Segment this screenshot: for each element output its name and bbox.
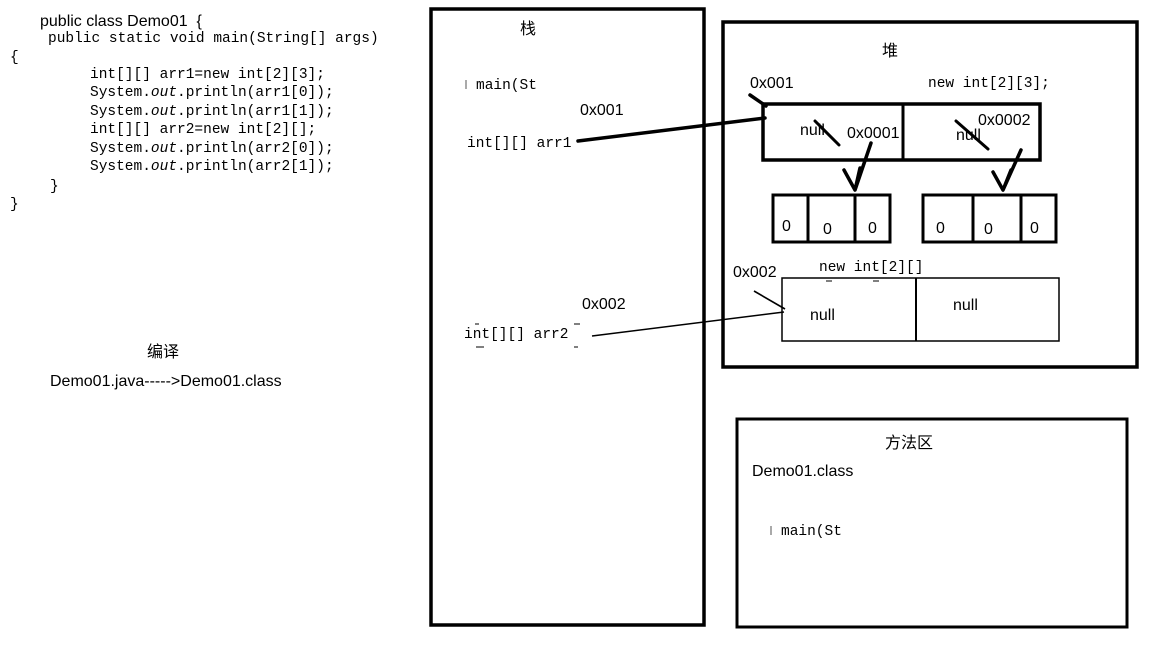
compile-title: 编译 — [147, 342, 180, 361]
code-line-arr2-decl: int[][] arr2=new int[2][]; — [90, 122, 317, 138]
stack-arr1-variable: int[][] arr1 — [467, 136, 572, 152]
heap-outer1-cell1-address: 0x0002 — [978, 112, 1031, 129]
method-area-box — [735, 417, 1129, 629]
heap-inner2-value-2: 0 — [1030, 220, 1039, 237]
heap-inner2-value-1: 0 — [984, 221, 993, 238]
stack-frame-main: main(St — [476, 78, 537, 94]
method-area-class: Demo01.class — [752, 463, 854, 480]
arr1-reference-line — [576, 116, 767, 143]
heap-outer2-address: 0x002 — [733, 264, 777, 281]
heap-outer1-cell0-null: null — [800, 122, 825, 139]
code-line-print-arr2-0: System.out.println(arr2[0]); — [90, 141, 334, 157]
method-area-main: main(St — [781, 524, 842, 540]
outer-array2-address-tick — [753, 290, 786, 310]
strike-null-cell1 — [954, 119, 990, 151]
strike-null-cell0 — [813, 119, 841, 147]
code-line-open-brace: { — [10, 50, 19, 66]
heap-box — [721, 20, 1139, 369]
compile-flow: Demo01.java----->Demo01.class — [50, 373, 282, 390]
stack-title: 栈 — [520, 19, 537, 38]
heap-outer1-cell0-address: 0x0001 — [847, 125, 900, 142]
code-line-print-arr2-1: System.out.println(arr2[1]); — [90, 159, 334, 175]
heap-outer2-expression: new int[2][] — [819, 260, 924, 276]
outer-array2-box — [781, 277, 1060, 342]
heap-outer1-cell1-null: null — [956, 127, 981, 144]
code-line-close-class: } — [10, 197, 19, 213]
heap-inner2-value-0: 0 — [936, 220, 945, 237]
code-line-class: public class Demo01 { — [40, 13, 202, 30]
code-line-print-arr1-1: System.out.println(arr1[1]); — [90, 104, 334, 120]
stack-arr2-address: 0x002 — [582, 296, 626, 313]
stack-box — [429, 7, 706, 627]
heap-inner1-value-1: 0 — [823, 221, 832, 238]
inner-array2-box — [921, 193, 1058, 244]
code-line-main: public static void main(String[] args) — [48, 31, 379, 47]
pointer-arrow-0x0002 — [991, 148, 1023, 192]
stack-arr1-address: 0x001 — [580, 102, 624, 119]
heap-outer2-cell0: null — [810, 307, 835, 324]
code-line-arr1-decl: int[][] arr1=new int[2][3]; — [90, 67, 325, 83]
outer-array1-address-tick — [748, 93, 768, 108]
heap-inner1-value-0: 0 — [782, 218, 791, 235]
pointer-arrow-0x0001 — [842, 141, 873, 192]
arr2-reference-line — [591, 311, 785, 337]
method-area-title: 方法区 — [885, 433, 934, 452]
heap-outer1-expression: new int[2][3]; — [928, 76, 1050, 92]
code-line-print-arr1-0: System.out.println(arr1[0]); — [90, 85, 334, 101]
code-line-close-method: } — [50, 179, 59, 195]
heap-outer2-cell1: null — [953, 297, 978, 314]
stack-arr2-variable: int[][] arr2 — [464, 327, 569, 343]
heap-title: 堆 — [882, 41, 899, 60]
heap-outer1-address: 0x001 — [750, 75, 794, 92]
heap-inner1-value-2: 0 — [868, 220, 877, 237]
inner-array1-box — [771, 193, 892, 244]
